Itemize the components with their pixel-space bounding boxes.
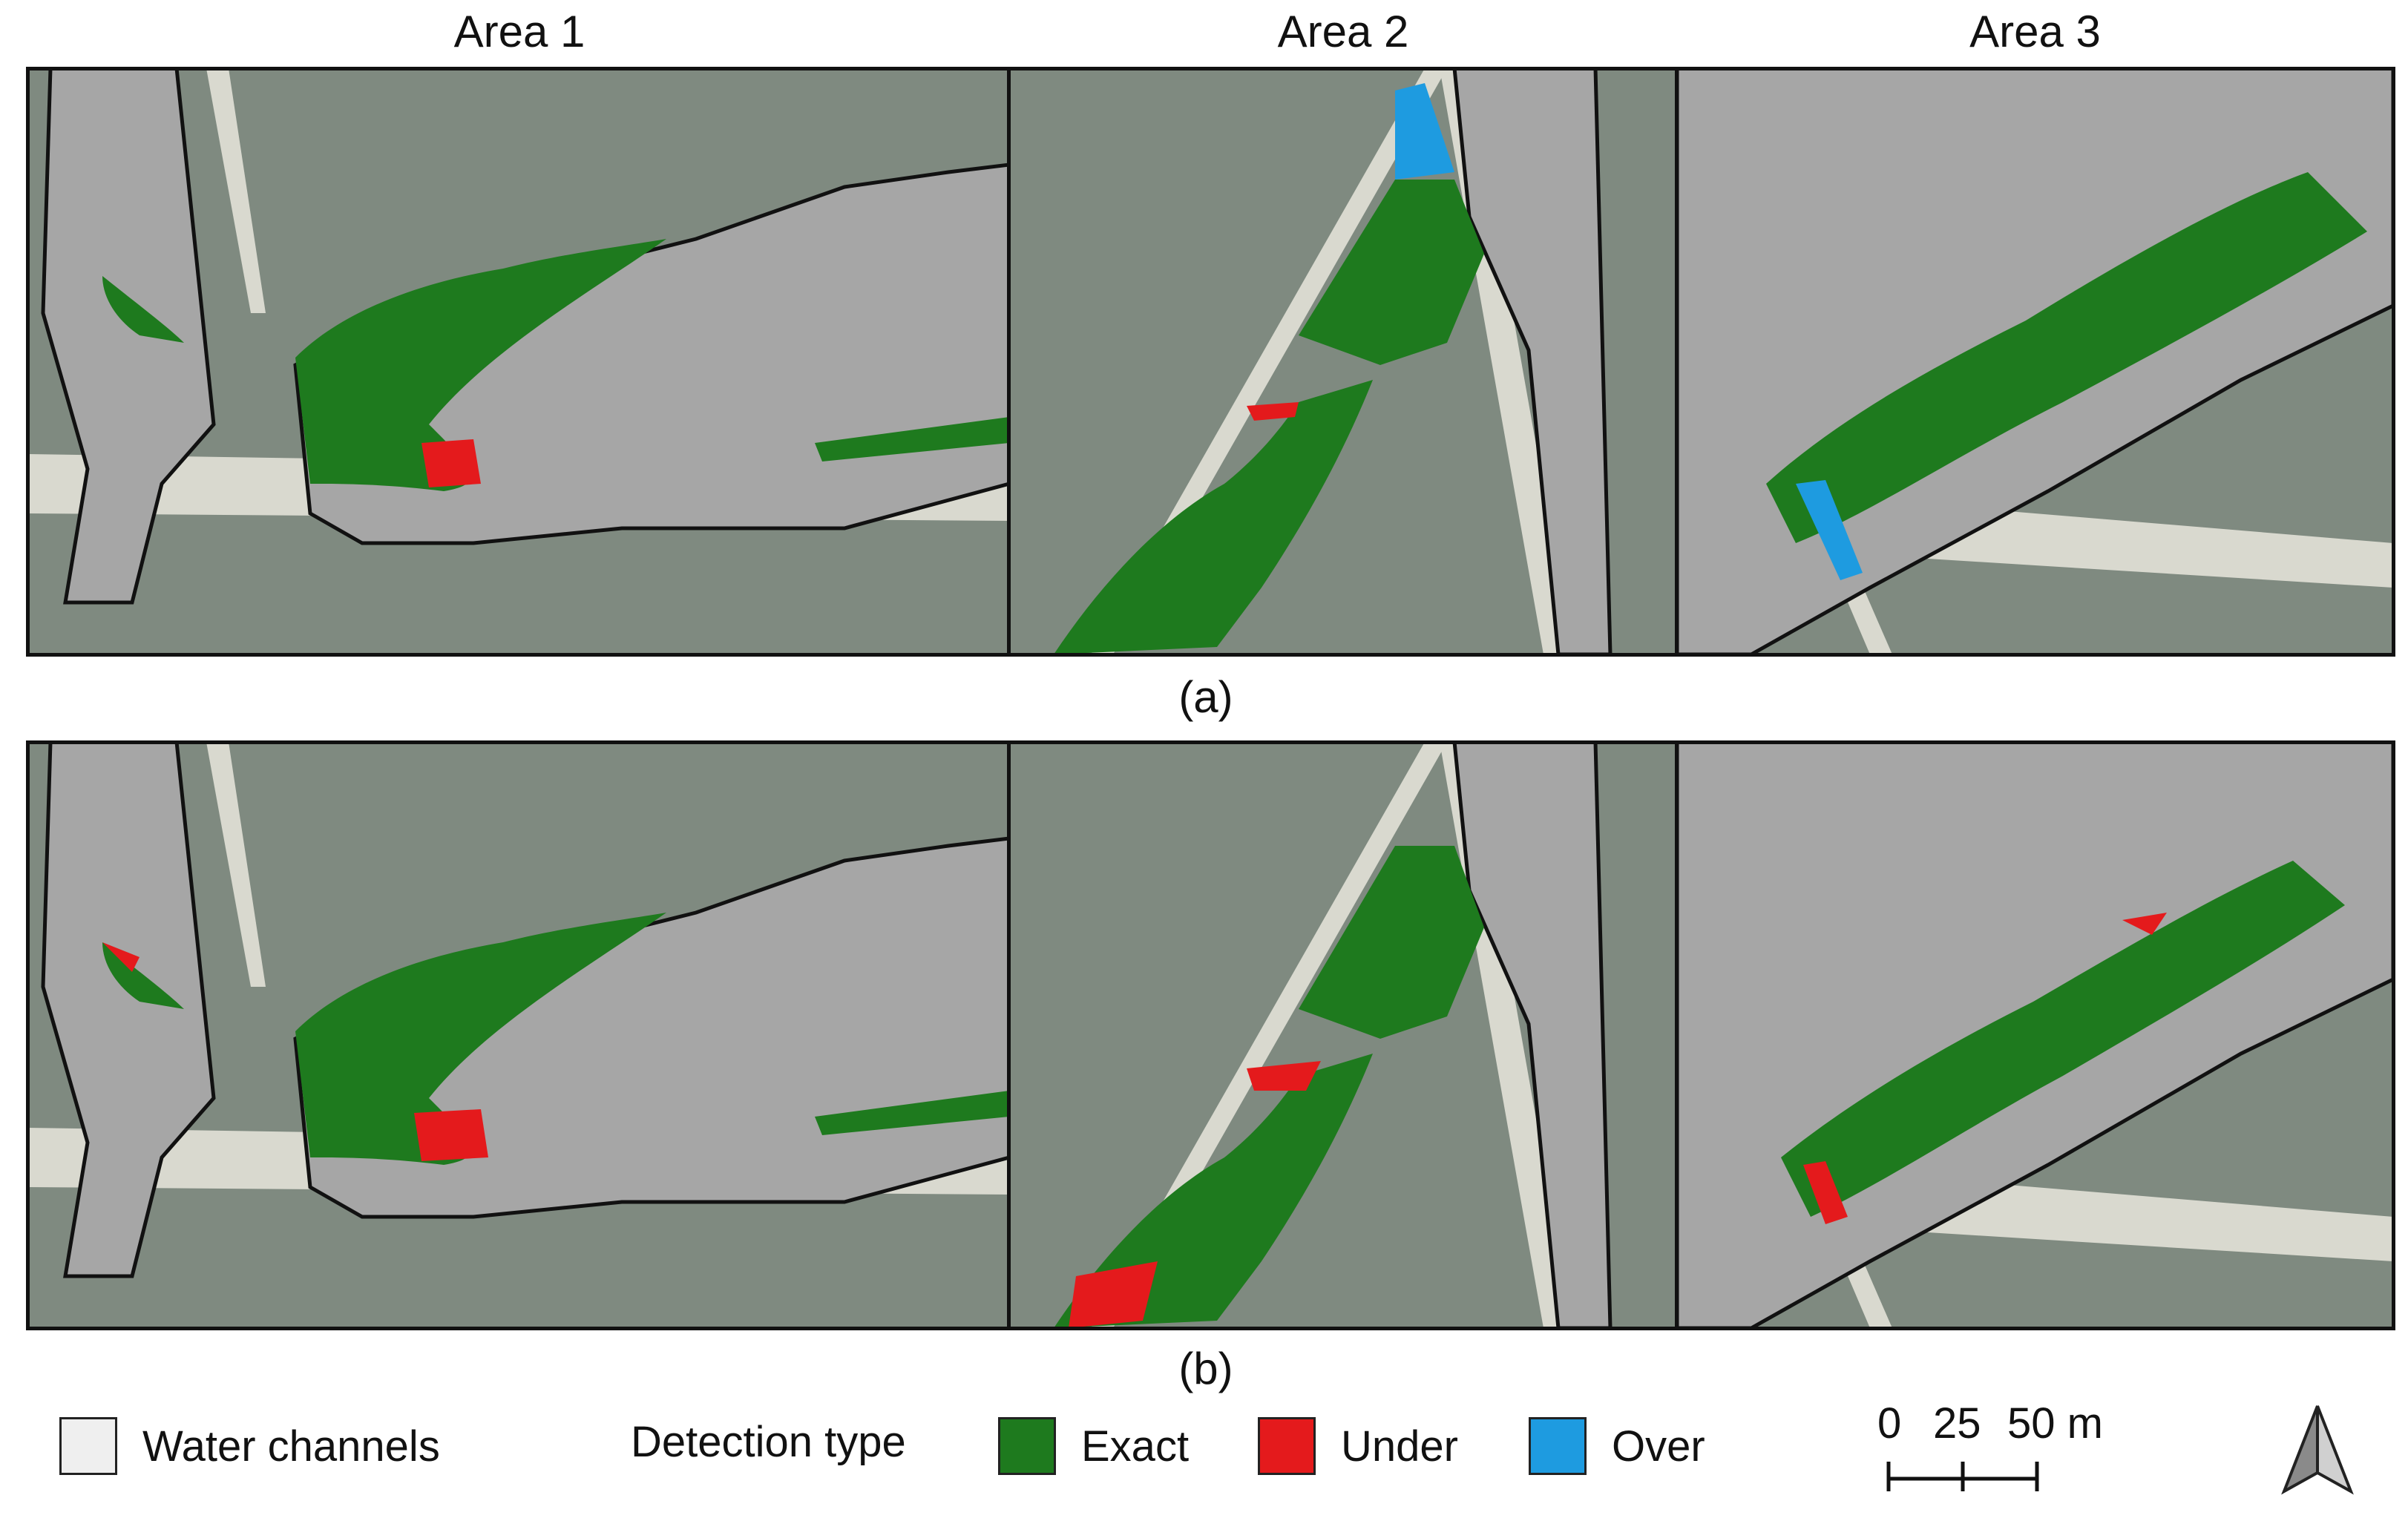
legend-detection-type-label: Detection type — [631, 1418, 906, 1466]
map-panel-a-area-3 — [1677, 68, 2393, 654]
legend-exact-label: Exact — [1081, 1422, 1190, 1471]
map-a3-svg — [1677, 68, 2393, 654]
map-panel-b-area-3 — [1677, 742, 2393, 1328]
legend-water-channels: Water channels — [59, 1417, 440, 1475]
map-panel-b-area-1 — [28, 742, 1009, 1328]
under-swatch — [1258, 1417, 1316, 1475]
map-a2-svg — [1009, 68, 1677, 654]
map-b2-svg — [1009, 742, 1677, 1328]
row-label-a: (a) — [1178, 672, 1233, 722]
north-arrow-icon — [2281, 1405, 2354, 1495]
map-b3-svg — [1677, 742, 2393, 1328]
scale-tick-25: 25 — [1933, 1399, 1981, 1448]
map-b1-svg — [28, 742, 1009, 1328]
legend-over-label: Over — [1612, 1422, 1705, 1471]
over-swatch — [1529, 1417, 1587, 1475]
water-channel-swatch — [59, 1417, 117, 1475]
legend-under-label: Under — [1341, 1422, 1458, 1471]
scale-tick-50: 50 m — [2007, 1399, 2103, 1448]
column-title-area-3: Area 3 — [1969, 7, 2101, 56]
map-panel-a-area-2 — [1009, 68, 1677, 654]
exact-swatch — [998, 1417, 1056, 1475]
map-panel-b-area-2 — [1009, 742, 1677, 1328]
map-a1-svg — [28, 68, 1009, 654]
legend-detection-type: Detection type — [631, 1417, 906, 1467]
legend-over: Over — [1529, 1417, 1705, 1475]
scale-bar — [1886, 1462, 2039, 1491]
legend-under: Under — [1258, 1417, 1458, 1475]
row-label-b: (b) — [1178, 1344, 1233, 1393]
legend-exact: Exact — [998, 1417, 1189, 1475]
column-title-area-1: Area 1 — [453, 7, 585, 56]
map-panel-a-area-1 — [28, 68, 1009, 654]
scale-tick-0: 0 — [1877, 1399, 1902, 1448]
legend-water-channels-label: Water channels — [142, 1422, 440, 1471]
column-title-area-2: Area 2 — [1277, 7, 1409, 56]
